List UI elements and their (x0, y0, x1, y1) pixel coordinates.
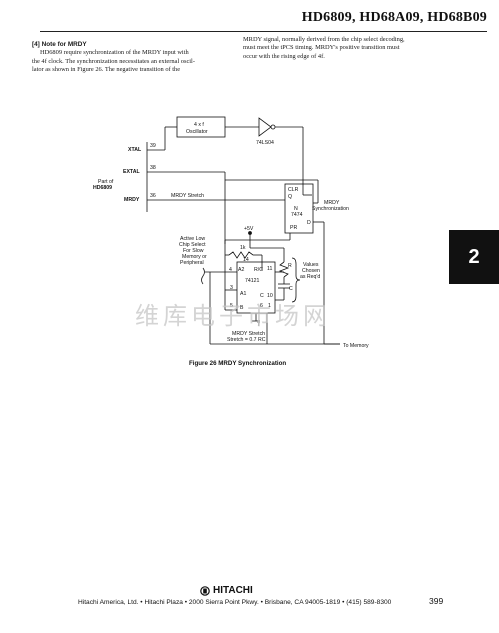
active-low-label-1: Active Low (180, 236, 205, 242)
resistor-1k-label: 1k (240, 245, 246, 251)
xtal-label: XTAL (128, 147, 142, 153)
active-low-label-2: Chip Select (179, 242, 206, 248)
body-line: occur with the rising edge of 4f. (243, 52, 325, 60)
values-label-3: as Req'd (300, 274, 320, 280)
pin-14-label: 14 (243, 257, 249, 263)
pin-7-label: 7 (257, 322, 260, 328)
pin-1-label: 1 (268, 303, 271, 309)
page-header-title: HD6809, HD68A09, HD68B09 (301, 10, 487, 25)
to-memory-label: To Memory (343, 343, 369, 349)
oscillator-label-1: 4 x f (194, 122, 204, 128)
pin-11-label: 11 (267, 266, 272, 272)
pin-6-label: 6 (260, 303, 263, 309)
body-column-right: MRDY signal, normally derived from the c… (243, 36, 448, 61)
inverter-symbol (258, 117, 272, 137)
figure-caption: Figure 26 MRDY Synchronization (189, 360, 287, 367)
oneshot-name-label: 74121 (245, 278, 260, 284)
active-low-label-3: For Slow (183, 248, 204, 254)
vcc-label: +5V (244, 226, 254, 232)
body-line: HD6809 require synchronization of the MR… (40, 49, 189, 57)
header-rule (40, 31, 487, 32)
oneshot-b-label: B (240, 305, 244, 311)
body-line: MRDY signal, normally derived from the c… (243, 36, 405, 43)
pin-38-label: 38 (150, 165, 156, 171)
page-number: 399 (429, 596, 444, 606)
oscillator-label-2: Oscillator (186, 129, 208, 135)
ff-n-label: N (294, 206, 298, 212)
values-label-2: Chosen (302, 268, 320, 274)
ff-pr-label: PR (290, 225, 297, 231)
mrdy-sync-label-2: Synchronization (312, 206, 349, 212)
body-line: lator as shown in Figure 26. The negativ… (32, 66, 181, 74)
pin-39-label: 39 (150, 143, 156, 149)
stretch-label-1: MRDY Stretch (232, 331, 265, 337)
pin-10-label: 10 (267, 293, 273, 299)
body-column-left: [4] Note for MRDY HD6809 require synchro… (32, 41, 230, 75)
oneshot-a2-label: A2 (238, 267, 244, 273)
part-of-label: Part of (98, 179, 114, 185)
inverter-label: 74LS04 (256, 140, 274, 146)
mrdy-sync-label-1: MRDY (324, 200, 340, 206)
active-low-label-4: Memory or (182, 254, 207, 260)
part-of-cpu-label: HD6809 (93, 185, 112, 191)
resistor-r-label: R (288, 263, 292, 269)
active-low-label-5: Peripheral (180, 260, 204, 266)
oneshot-rc-label: R/C (254, 267, 263, 273)
pin-5-label: 5 (230, 303, 233, 309)
oneshot-a1-label: A1 (240, 291, 246, 297)
values-label-1: Values (303, 262, 319, 268)
footer-address: Hitachi America, Ltd. • Hitachi Plaza • … (78, 599, 392, 606)
ff-q-label: Q (288, 194, 292, 200)
extal-label: EXTAL (123, 169, 140, 175)
body-line: the 4f clock. The synchronization necess… (32, 57, 195, 65)
pin-36-label: 36 (150, 193, 156, 199)
footer-brand: HITACHI (200, 585, 300, 596)
ff-name-label: 7474 (291, 212, 303, 218)
pin-4-label: 4 (229, 267, 232, 273)
chapter-tab: 2 (449, 230, 499, 284)
stretch-label-2: Stretch = 0.7 RC (227, 337, 266, 343)
mrdy-pin-label: MRDY (124, 197, 140, 203)
ff-d-label: D (307, 220, 311, 226)
capacitor-c-label: C (289, 286, 293, 292)
oneshot-c-label: C (260, 293, 264, 299)
body-line: must meet the tPCS timing. MRDY's positi… (243, 44, 400, 52)
mrdy-stretch-net-label: MRDY Stretch (171, 193, 204, 199)
ff-clr-label: CLR (288, 187, 299, 193)
flip-flop-7474-box (284, 183, 314, 234)
watermark: 维库电子市场网 (135, 302, 331, 330)
note-heading: [4] Note for MRDY (32, 41, 87, 48)
hitachi-logo-icon (200, 585, 210, 596)
brand-name: HITACHI (213, 585, 253, 596)
pin-3-label: 3 (230, 285, 233, 291)
